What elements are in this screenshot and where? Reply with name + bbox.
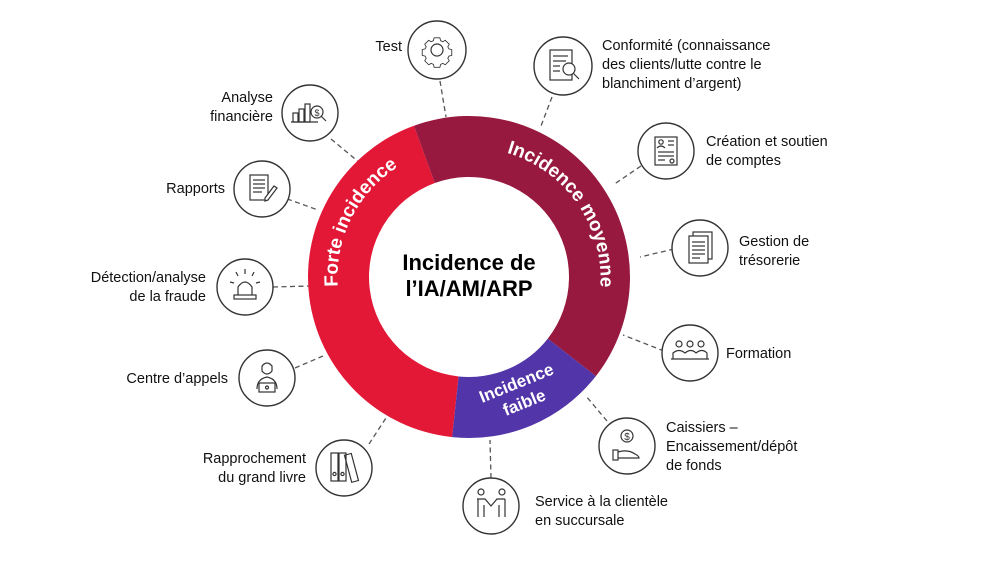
documents-icon xyxy=(671,219,729,277)
item-label-test: Test xyxy=(375,39,402,55)
binders-icon xyxy=(315,439,373,497)
ring-segment-high xyxy=(308,125,459,438)
connectors xyxy=(272,80,675,479)
connector-rapports xyxy=(278,195,319,211)
connector-creation xyxy=(612,165,642,186)
group-icon xyxy=(661,324,719,382)
connector-analyse xyxy=(330,138,361,164)
item-label-appels: Centre d’appels xyxy=(126,371,228,387)
alarm-light-icon xyxy=(216,258,274,316)
document-search-icon xyxy=(533,36,593,96)
item-label-creation: Création et soutien de comptes xyxy=(706,134,828,169)
connector-rapprochement xyxy=(368,417,387,445)
svg-text:$: $ xyxy=(314,108,319,118)
item-label-caissiers: Caissiers – Encaissement/dépôt de fonds xyxy=(666,420,798,474)
ring-segment-low xyxy=(452,338,596,438)
gear-icon xyxy=(407,20,467,80)
connector-tresorerie xyxy=(639,248,675,258)
ring-segment-medium xyxy=(413,115,630,377)
item-label-formation: Formation xyxy=(726,346,792,362)
financial-analysis-icon: $ xyxy=(281,84,339,142)
item-label-service: Service à la clientèle en succursale xyxy=(535,494,668,529)
connector-conformite xyxy=(540,96,553,127)
item-label-fraude: Détection/analyse de la fraude xyxy=(90,270,206,305)
handshake-icon xyxy=(462,477,520,535)
id-form-icon xyxy=(637,122,695,180)
connector-caissiers xyxy=(585,395,608,422)
item-label-analyse: Analyse financière xyxy=(210,90,273,125)
report-pen-icon xyxy=(233,160,291,218)
item-label-rapprochement: Rapprochement du grand livre xyxy=(202,451,306,486)
connector-test xyxy=(439,80,447,118)
hand-money-icon: $ xyxy=(598,417,656,475)
connector-service xyxy=(489,439,492,479)
connector-formation xyxy=(622,334,665,352)
center-title: Incidence de l’IA/AM/ARP xyxy=(402,250,536,301)
item-label-rapports: Rapports xyxy=(166,181,225,197)
call-agent-icon xyxy=(238,349,296,407)
item-label-tresorerie: Gestion de trésorerie xyxy=(739,234,810,269)
svg-text:$: $ xyxy=(624,432,630,443)
connector-appels xyxy=(294,355,324,369)
item-label-conformite: Conformité (connaissance des clients/lut… xyxy=(602,38,771,92)
impact-ring xyxy=(308,115,630,438)
connector-fraude xyxy=(272,285,311,288)
